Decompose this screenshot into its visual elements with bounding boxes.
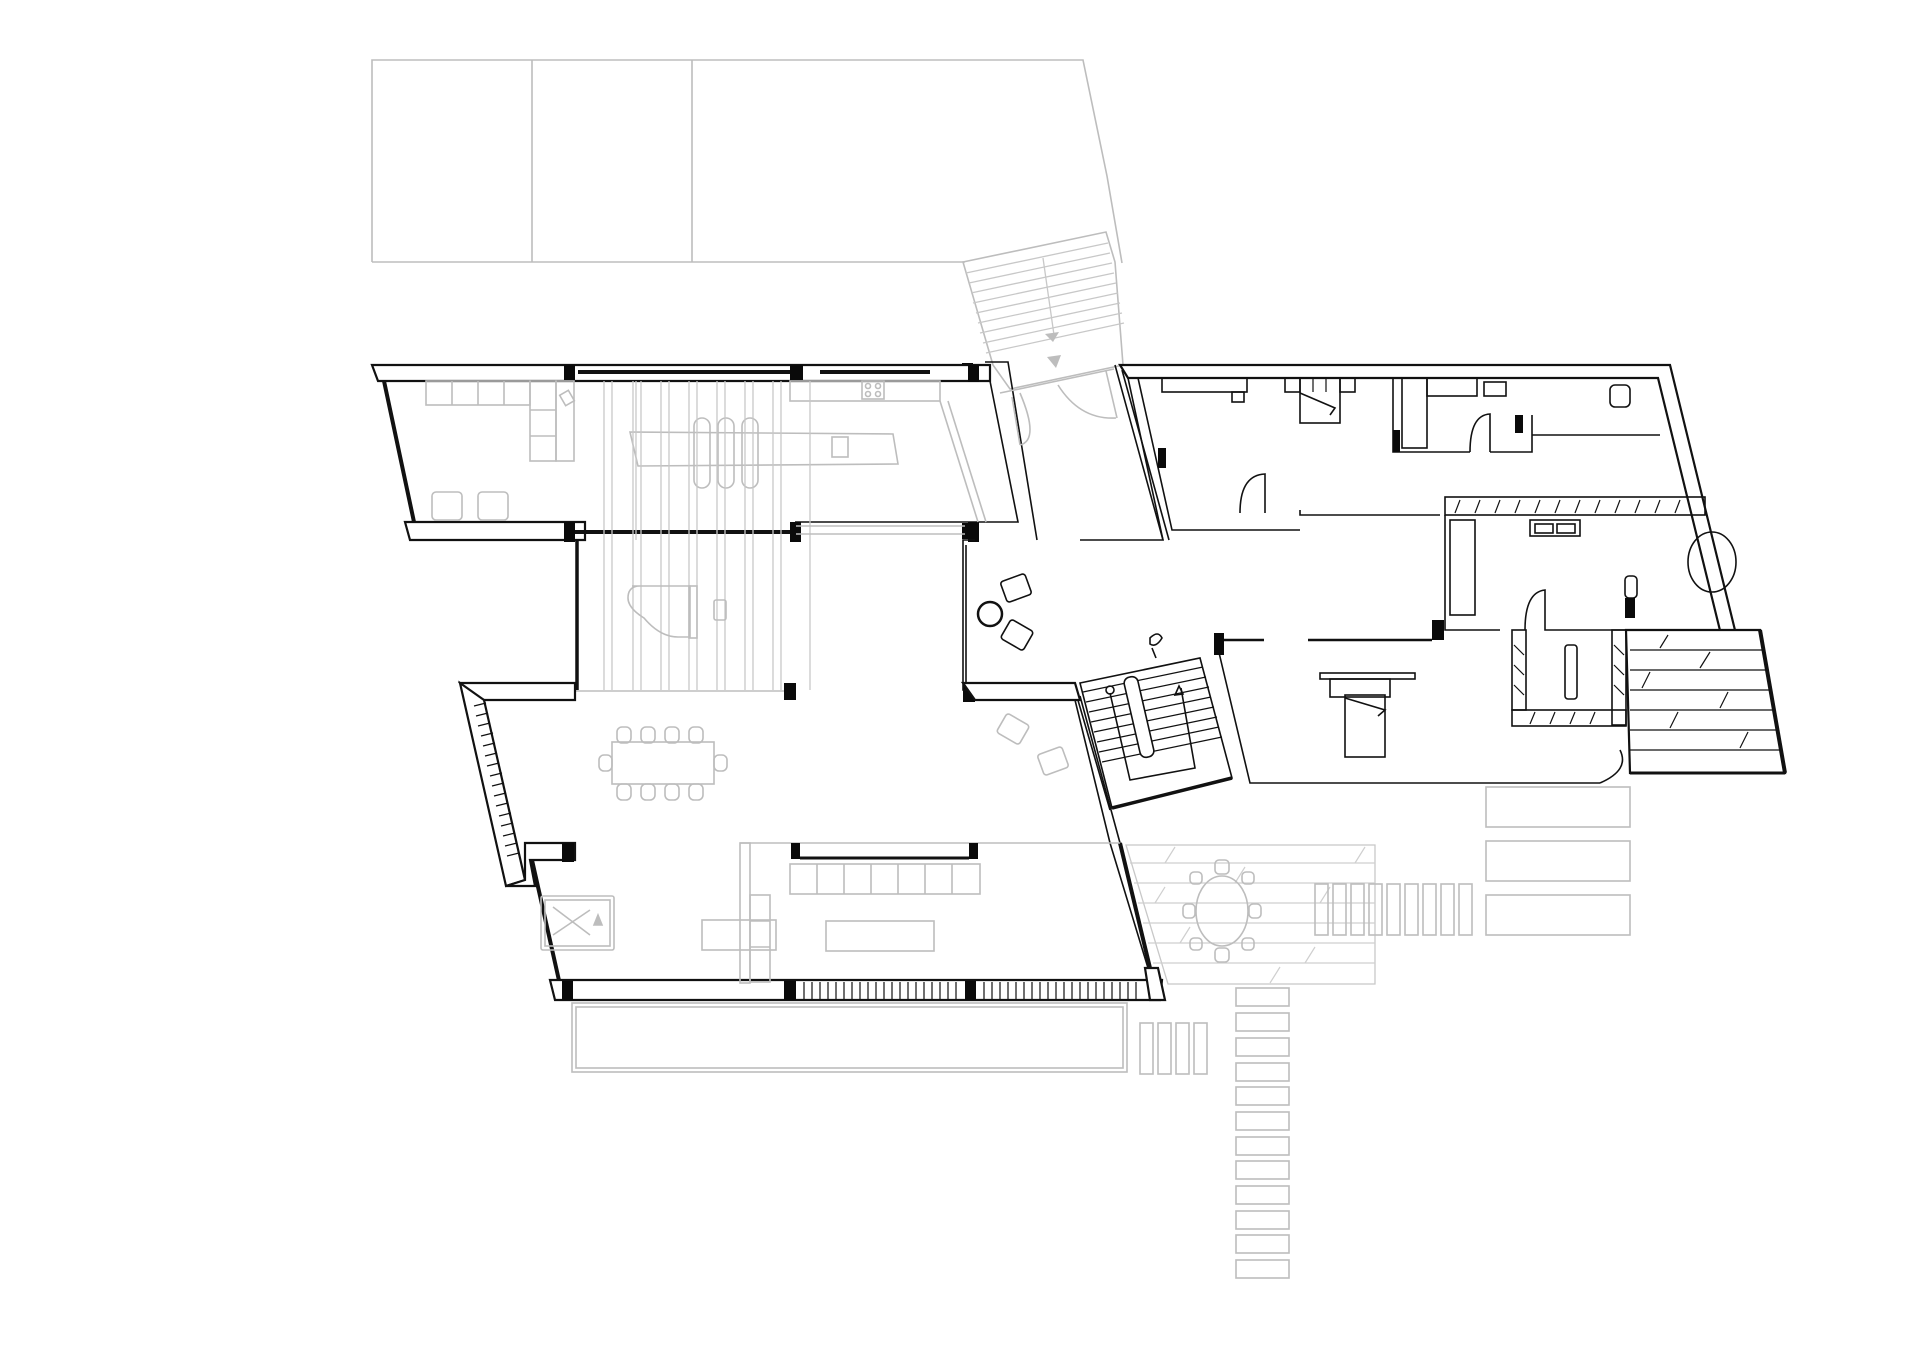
middle-walls xyxy=(562,525,975,702)
grand-piano xyxy=(627,585,727,639)
entry-hall xyxy=(962,361,1170,541)
sectional-sofa xyxy=(425,380,576,462)
arrow-down-icon xyxy=(1045,332,1059,342)
kitchen-counter xyxy=(789,380,987,523)
coffee-table xyxy=(825,920,935,952)
stepping-stones xyxy=(1235,987,1290,1279)
upper-left-wing xyxy=(370,363,1019,542)
bathroom-1 xyxy=(1392,377,1660,453)
entry-stair xyxy=(961,231,1125,390)
counter-stools xyxy=(693,417,759,489)
armchair xyxy=(976,573,1034,651)
arrow-down-icon xyxy=(1047,355,1061,368)
pool xyxy=(571,1002,1128,1073)
media-sofa xyxy=(789,863,981,895)
plant-icon xyxy=(1149,633,1163,659)
main-stair xyxy=(1079,657,1233,810)
walk-in-closet xyxy=(1432,620,1627,727)
carport xyxy=(371,59,1123,264)
sun-loungers xyxy=(1139,786,1631,1075)
master-bedroom xyxy=(1214,633,1624,784)
double-height-void xyxy=(603,381,811,690)
deck xyxy=(1624,628,1787,775)
billiard-table xyxy=(540,895,615,951)
armchair xyxy=(996,713,1069,776)
armchair xyxy=(431,491,509,521)
kitchen-island xyxy=(628,431,899,467)
lounge xyxy=(962,539,1163,811)
dining-table xyxy=(598,726,728,801)
terrace xyxy=(1125,844,1376,985)
bedroom-1 xyxy=(1158,377,1356,468)
lower-main-block xyxy=(457,680,1167,1002)
coffee-table xyxy=(701,919,777,951)
right-wing xyxy=(1118,363,1787,784)
